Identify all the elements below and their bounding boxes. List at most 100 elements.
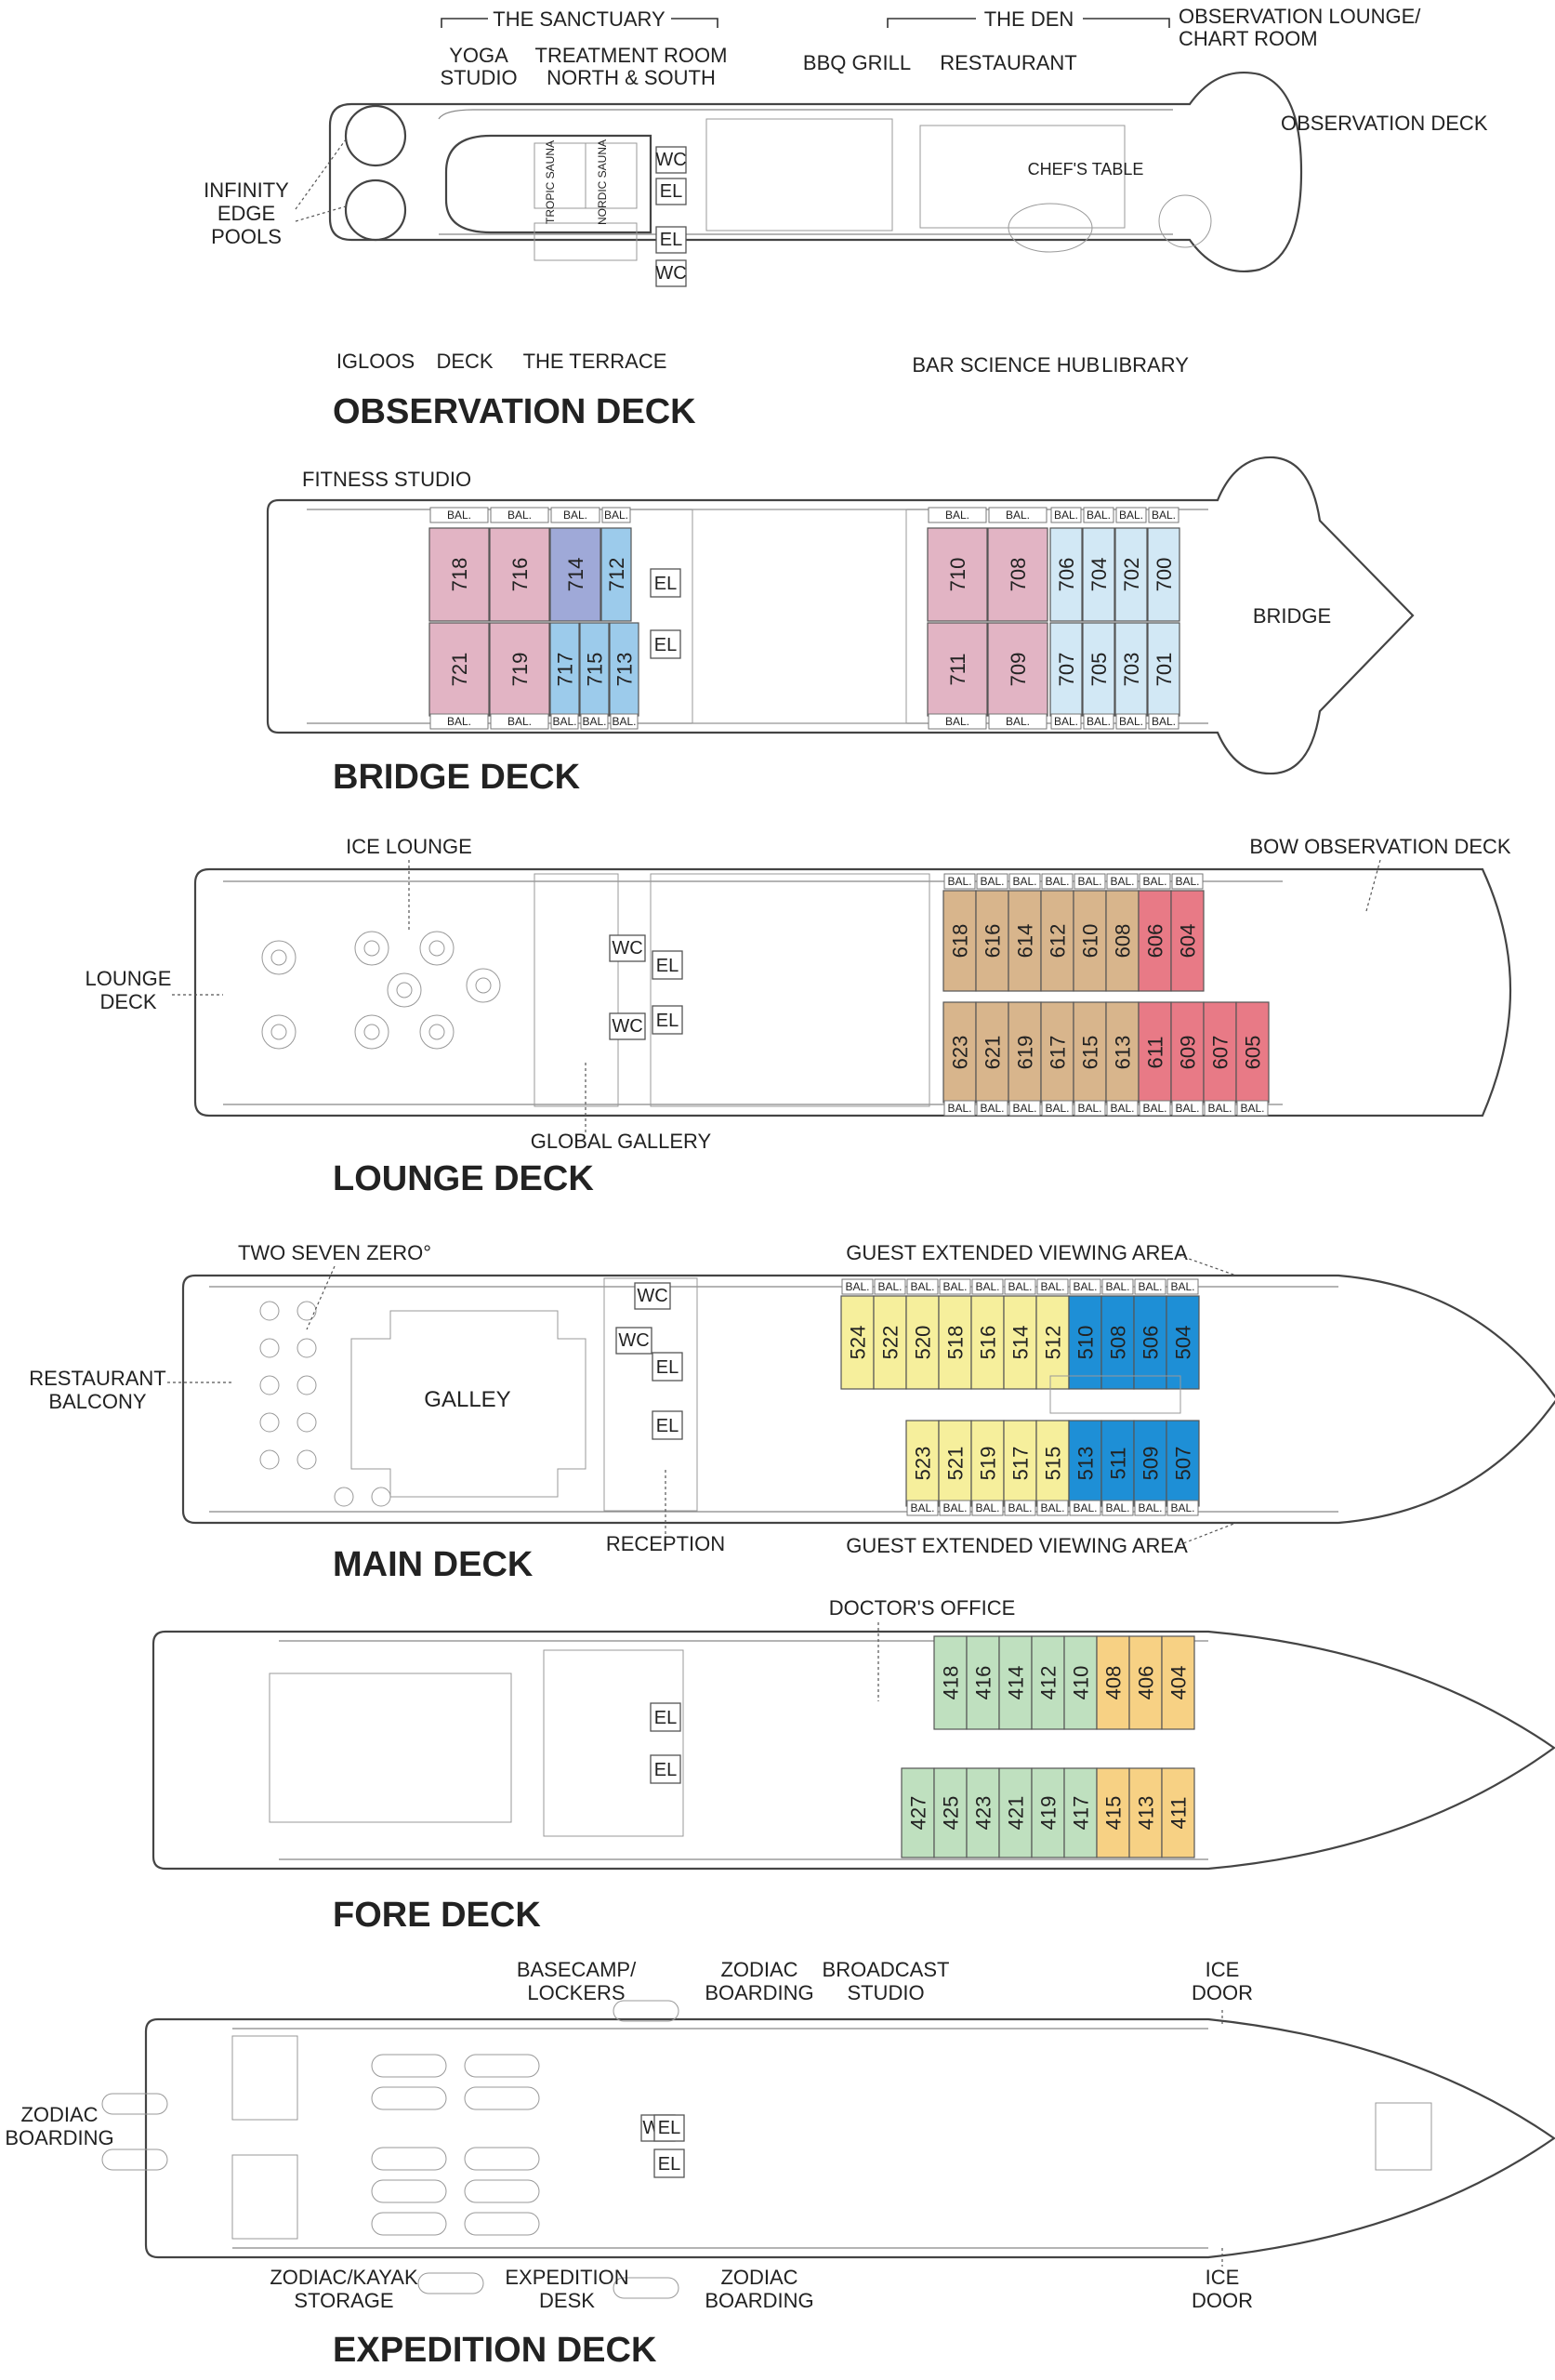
balcony-label-705: BAL.	[1087, 715, 1111, 728]
cabin-number-514: 514	[1009, 1326, 1033, 1360]
cabin-404	[1161, 1635, 1195, 1730]
label-storage-wrap: ZODIAC/KAYAK STORAGE	[270, 2266, 417, 2312]
balcony-label-522: BAL.	[877, 1280, 902, 1293]
cabin-703	[1114, 622, 1148, 717]
cabin-number-419: 419	[1037, 1796, 1061, 1831]
cabin-number-411: 411	[1167, 1796, 1191, 1829]
cabin-number-416: 416	[972, 1666, 995, 1700]
cabin-number-418: 418	[940, 1666, 963, 1700]
cabin-414	[998, 1635, 1033, 1730]
lounge-el-1-label: EL	[656, 956, 679, 976]
ice-lounge-seating	[261, 931, 501, 1050]
fore-el-1	[650, 1702, 681, 1732]
main-wc-1	[634, 1282, 671, 1310]
cabin-number-609: 609	[1177, 1036, 1200, 1070]
balcony-label-520: BAL.	[910, 1280, 934, 1293]
zodiac-boat-5	[371, 2179, 447, 2203]
balcony-label-512: BAL.	[1040, 1280, 1064, 1293]
balcony-623	[943, 1100, 976, 1117]
zodiac-boat-1	[371, 2086, 447, 2110]
label-basecamp-lockers: BASECAMP/ LOCKERS	[516, 1958, 637, 2004]
balcony-517	[1004, 1500, 1036, 1516]
obs-wc-2	[655, 259, 687, 287]
lounge-deck-inner-line	[223, 880, 1283, 1105]
restaurant-seat-1	[297, 1301, 317, 1321]
label-infinity-wrap: INFINITY EDGE POOLS	[204, 178, 289, 248]
balcony-519	[971, 1500, 1004, 1516]
balcony-label-604: BAL.	[1175, 875, 1199, 888]
cabin-719	[489, 622, 550, 717]
label-lounge-deck-area-wrap: LOUNGE DECK	[86, 967, 172, 1013]
sanctuary-bracket	[441, 18, 718, 28]
cabin-number-425: 425	[940, 1796, 963, 1831]
balcony-616	[976, 873, 1008, 890]
fore-el-2	[650, 1754, 681, 1784]
lounge-seat-6	[387, 972, 422, 1008]
cabin-number-715: 715	[584, 653, 607, 687]
cabin-519	[970, 1420, 1005, 1507]
bridge-el-1-label: EL	[654, 574, 677, 594]
balcony-label-714: BAL.	[563, 509, 587, 522]
expedition-deck: WC EL EL BASECAMP/ LOCKERS ZODIAC BOARDI…	[5, 1958, 1555, 2370]
balcony-716	[490, 507, 549, 523]
cabin-408	[1096, 1635, 1130, 1730]
lounge-el-2	[652, 1005, 683, 1035]
balcony-label-704: BAL.	[1087, 509, 1111, 522]
lounge-deck-hull	[193, 867, 1512, 1117]
label-restaurant-balcony-wrap: RESTAURANT BALCONY	[29, 1367, 166, 1413]
balcony-509	[1134, 1500, 1166, 1516]
cabin-number-508: 508	[1107, 1326, 1130, 1360]
cabin-611	[1138, 1001, 1172, 1104]
balcony-label-718: BAL.	[447, 509, 471, 522]
cabin-number-516: 516	[977, 1326, 1000, 1360]
cabin-number-406: 406	[1135, 1666, 1158, 1700]
label-obs-lounge-wrap: OBSERVATION LOUNGE/ CHART ROOM	[1179, 6, 1420, 50]
label-broadcast-studio: BROADCAST STUDIO	[822, 1958, 950, 2004]
label-exp-desk-wrap: EXPEDITION DESK	[505, 2266, 628, 2312]
restaurant-seat-8	[259, 1449, 280, 1470]
balcony-label-716: BAL.	[507, 509, 532, 522]
balcony-label-700: BAL.	[1152, 509, 1176, 522]
kayak-storage-1	[231, 2035, 298, 2121]
cabin-412	[1031, 1635, 1065, 1730]
balcony-703	[1115, 713, 1147, 730]
balcony-705	[1083, 713, 1114, 730]
cabin-number-619: 619	[1014, 1036, 1037, 1070]
balcony-513	[1069, 1500, 1101, 1516]
balcony-617	[1041, 1100, 1074, 1117]
balcony-619	[1008, 1100, 1041, 1117]
balcony-label-504: BAL.	[1170, 1280, 1194, 1293]
cabin-number-621: 621	[982, 1036, 1005, 1070]
lounge-seat-3	[419, 931, 455, 966]
balcony-label-618: BAL.	[947, 875, 971, 888]
cabin-number-611: 611	[1144, 1036, 1167, 1068]
cabin-618	[942, 890, 977, 992]
balcony-606	[1139, 873, 1171, 890]
balcony-702	[1115, 507, 1147, 523]
label-igloos: IGLOOS	[336, 350, 415, 373]
cabin-number-515: 515	[1042, 1447, 1065, 1481]
exp-bow-room	[1375, 2102, 1432, 2171]
label-fitness-studio: FITNESS STUDIO	[302, 468, 471, 491]
cabin-number-702: 702	[1120, 558, 1143, 592]
cabin-number-417: 417	[1070, 1796, 1093, 1831]
label-yoga-studio: YOGA STUDIO	[440, 45, 518, 89]
cabin-number-410: 410	[1070, 1666, 1093, 1700]
fore-el-2-label: EL	[654, 1760, 677, 1780]
boarding-zodiac-1	[613, 2000, 679, 2022]
lounge-seat-core-5	[428, 1024, 445, 1040]
cabin-number-518: 518	[944, 1326, 968, 1360]
kayak-storage-2	[231, 2154, 298, 2240]
lounge-seat-core-1	[270, 1024, 287, 1040]
balcony-label-521: BAL.	[942, 1501, 967, 1514]
balcony-612	[1041, 873, 1074, 890]
guest-bottom-leader	[1178, 1522, 1237, 1546]
balcony-506	[1134, 1278, 1166, 1295]
restaurant-seat-6	[259, 1412, 280, 1433]
balcony-520	[906, 1278, 939, 1295]
lounge-wc-1	[609, 934, 646, 962]
cabin-415	[1096, 1767, 1130, 1858]
balcony-510	[1069, 1278, 1101, 1295]
cabin-504	[1166, 1295, 1200, 1390]
zodiac-boat-3	[464, 2086, 540, 2110]
